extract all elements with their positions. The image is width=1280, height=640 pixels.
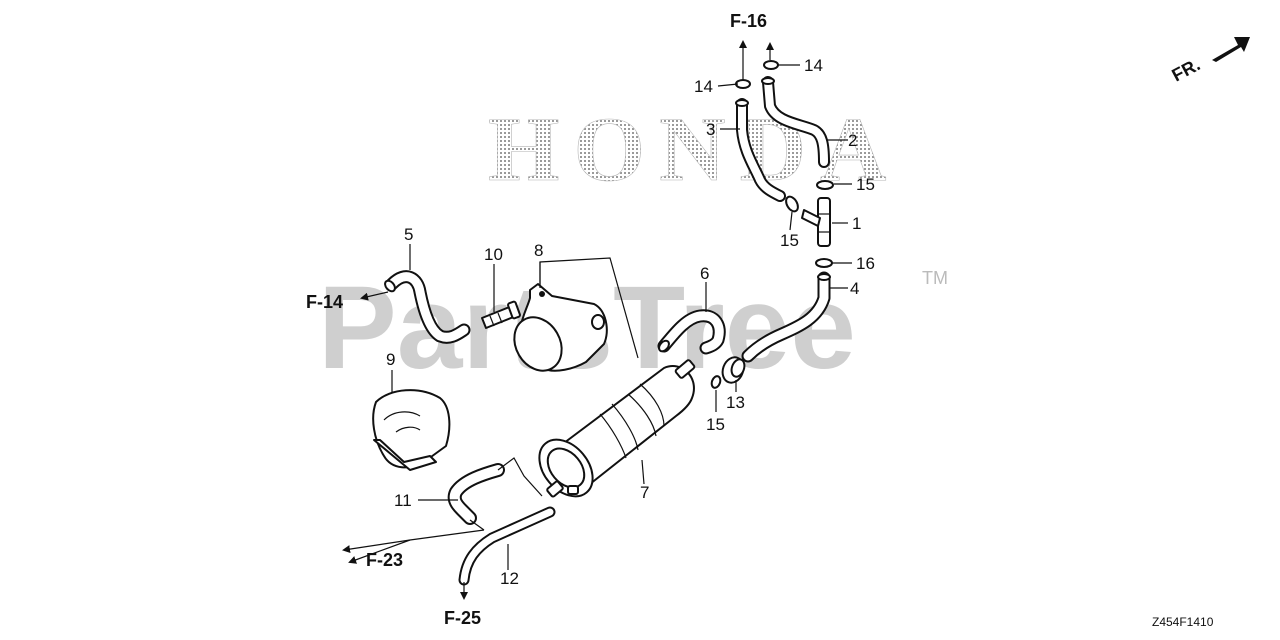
callout-13[interactable]: 13 (726, 393, 745, 412)
part-12-hose[interactable] (458, 506, 556, 586)
callout-14-left[interactable]: 14 (694, 77, 713, 96)
part-3-hose[interactable] (735, 98, 786, 202)
callout-8[interactable]: 8 (534, 241, 543, 260)
part-11-hose[interactable] (447, 463, 505, 525)
part-15-clamp-upper-left[interactable] (784, 195, 801, 214)
part-6-hose[interactable] (657, 309, 726, 355)
callout-12[interactable]: 12 (500, 569, 519, 588)
reference-f14[interactable]: F-14 (306, 292, 343, 312)
callout-4[interactable]: 4 (850, 279, 859, 298)
part-9-cushion[interactable] (372, 389, 451, 471)
callout-15-middle[interactable]: 15 (706, 415, 725, 434)
callout-11[interactable]: 11 (394, 491, 412, 510)
callout-6[interactable]: 6 (700, 264, 709, 283)
callout-14-right[interactable]: 14 (804, 56, 823, 75)
part-14-clamp-left[interactable] (735, 79, 751, 89)
callout-5[interactable]: 5 (404, 225, 413, 244)
front-direction-indicator: FR. (1168, 37, 1250, 86)
front-label: FR. (1168, 54, 1203, 85)
part-8-bracket[interactable] (505, 283, 608, 379)
front-arrow-icon (1212, 37, 1250, 62)
part-10-bolt[interactable] (481, 300, 521, 329)
part-15-clamp-upper-right[interactable] (816, 180, 834, 190)
part-1-joint[interactable] (801, 197, 831, 247)
honda-watermark: HONDA (488, 98, 900, 200)
part-2-hose[interactable] (761, 76, 830, 168)
part-7-fuel-pump[interactable] (529, 359, 696, 506)
diagram-code: Z454F1410 (1152, 615, 1214, 629)
part-11-leader-bracket (497, 457, 543, 497)
reference-f25[interactable]: F-25 (444, 608, 481, 628)
trademark-mark: TM (922, 268, 948, 288)
part-14-clamp-right[interactable] (763, 60, 779, 70)
callout-3[interactable]: 3 (706, 120, 715, 139)
callout-16[interactable]: 16 (856, 254, 875, 273)
part-5-hose[interactable] (383, 270, 471, 344)
callout-leaders (342, 64, 852, 600)
part-15-clamp-middle[interactable] (710, 375, 722, 389)
callout-15-upper-right[interactable]: 15 (856, 175, 875, 194)
part-4-hose[interactable] (741, 271, 831, 363)
callout-10[interactable]: 10 (484, 245, 503, 264)
reference-f16[interactable]: F-16 (730, 11, 767, 31)
callout-9[interactable]: 9 (386, 350, 395, 369)
callout-1[interactable]: 1 (852, 214, 861, 233)
callout-7[interactable]: 7 (640, 483, 649, 502)
callout-2[interactable]: 2 (848, 131, 857, 150)
reference-f23[interactable]: F-23 (366, 550, 403, 570)
part-13-grommet[interactable] (719, 354, 747, 385)
callout-15-upper-left[interactable]: 15 (780, 231, 799, 250)
part-16-clamp[interactable] (815, 258, 833, 268)
